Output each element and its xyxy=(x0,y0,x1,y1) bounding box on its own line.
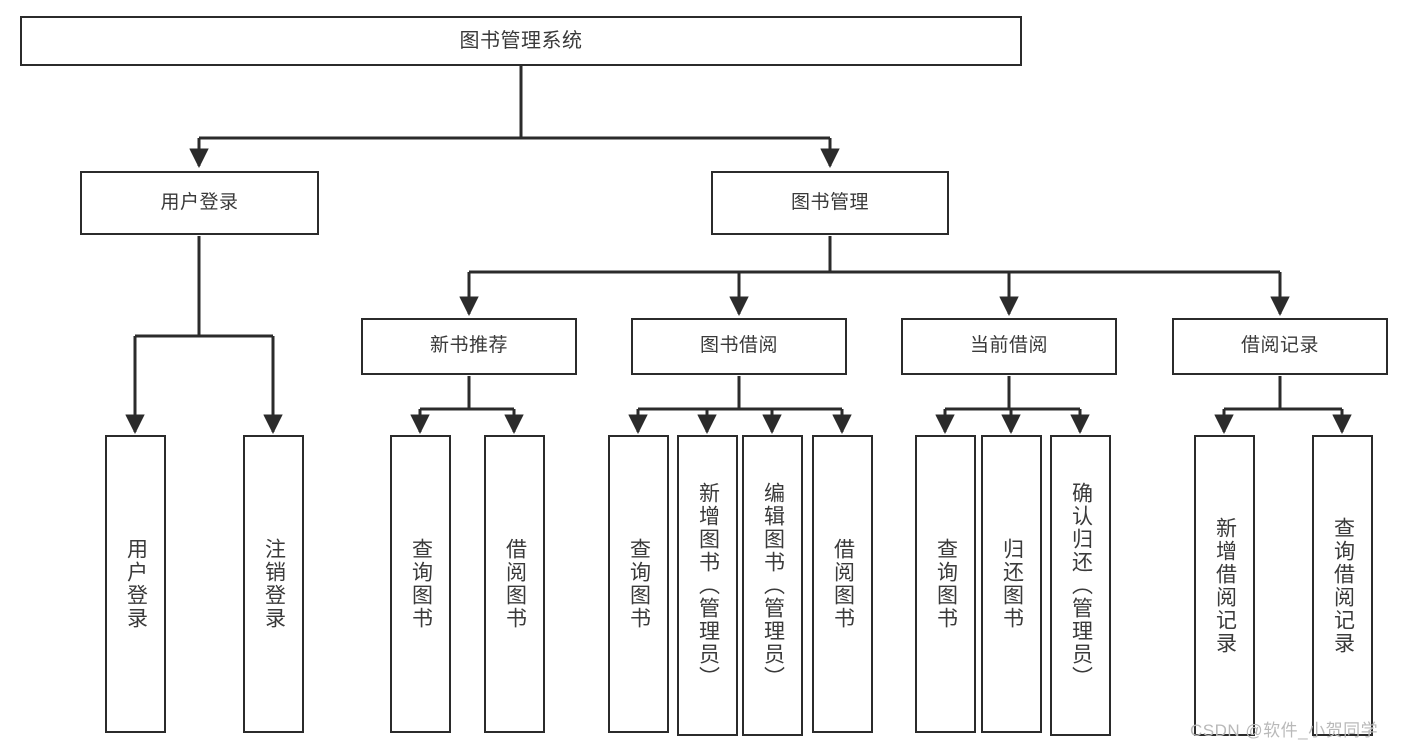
node-book-borrow[interactable]: 图书借阅 xyxy=(631,318,847,375)
node-label: 新书推荐 xyxy=(429,335,508,357)
leaf-recommend-borrow-book[interactable]: 借阅图书 xyxy=(484,435,545,733)
node-label: 查询图书 xyxy=(409,538,433,630)
node-label: 归还图书 xyxy=(1000,538,1024,630)
leaf-user-login-logout[interactable]: 注销登录 xyxy=(243,435,304,733)
node-label: 查询借阅记录 xyxy=(1331,516,1355,655)
node-user-login[interactable]: 用户登录 xyxy=(80,171,319,235)
node-label: 确认归还（管理员） xyxy=(1069,482,1093,689)
node-current-borrow[interactable]: 当前借阅 xyxy=(901,318,1117,375)
node-label: 当前借阅 xyxy=(969,335,1048,357)
node-borrow-records[interactable]: 借阅记录 xyxy=(1172,318,1388,375)
leaf-recommend-query-book[interactable]: 查询图书 xyxy=(390,435,451,733)
leaf-borrow-edit-book-admin[interactable]: 编辑图书（管理员） xyxy=(742,435,803,736)
node-root-system[interactable]: 图书管理系统 xyxy=(20,16,1022,66)
leaf-borrow-add-book-admin[interactable]: 新增图书（管理员） xyxy=(677,435,738,736)
leaf-borrow-borrow-book[interactable]: 借阅图书 xyxy=(812,435,873,733)
leaf-current-confirm-return-admin[interactable]: 确认归还（管理员） xyxy=(1050,435,1111,736)
node-label: 借阅图书 xyxy=(503,538,527,630)
node-label: 注销登录 xyxy=(262,538,286,630)
node-label: 用户登录 xyxy=(160,191,239,213)
leaf-current-query-book[interactable]: 查询图书 xyxy=(915,435,976,733)
node-label: 编辑图书（管理员） xyxy=(761,482,785,689)
node-label: 新增借阅记录 xyxy=(1213,516,1237,655)
node-new-book-recommend[interactable]: 新书推荐 xyxy=(361,318,577,375)
node-label: 查询图书 xyxy=(627,538,651,630)
node-label: 用户登录 xyxy=(124,538,148,630)
leaf-borrow-query-book[interactable]: 查询图书 xyxy=(608,435,669,733)
csdn-watermark: CSDN @软件_小贺同学 xyxy=(1190,721,1379,740)
node-label: 图书管理 xyxy=(790,191,869,213)
leaf-user-login-login[interactable]: 用户登录 xyxy=(105,435,166,733)
node-label: 新增图书（管理员） xyxy=(696,482,720,689)
node-label: 借阅记录 xyxy=(1240,335,1319,357)
node-label: 图书借阅 xyxy=(699,335,778,357)
leaf-current-return-book[interactable]: 归还图书 xyxy=(981,435,1042,733)
node-book-management[interactable]: 图书管理 xyxy=(711,171,949,235)
leaf-records-query-record[interactable]: 查询借阅记录 xyxy=(1312,435,1373,736)
node-label: 借阅图书 xyxy=(831,538,855,630)
node-label: 图书管理系统 xyxy=(459,30,583,52)
node-label: 查询图书 xyxy=(934,538,958,630)
leaf-records-add-record[interactable]: 新增借阅记录 xyxy=(1194,435,1255,736)
